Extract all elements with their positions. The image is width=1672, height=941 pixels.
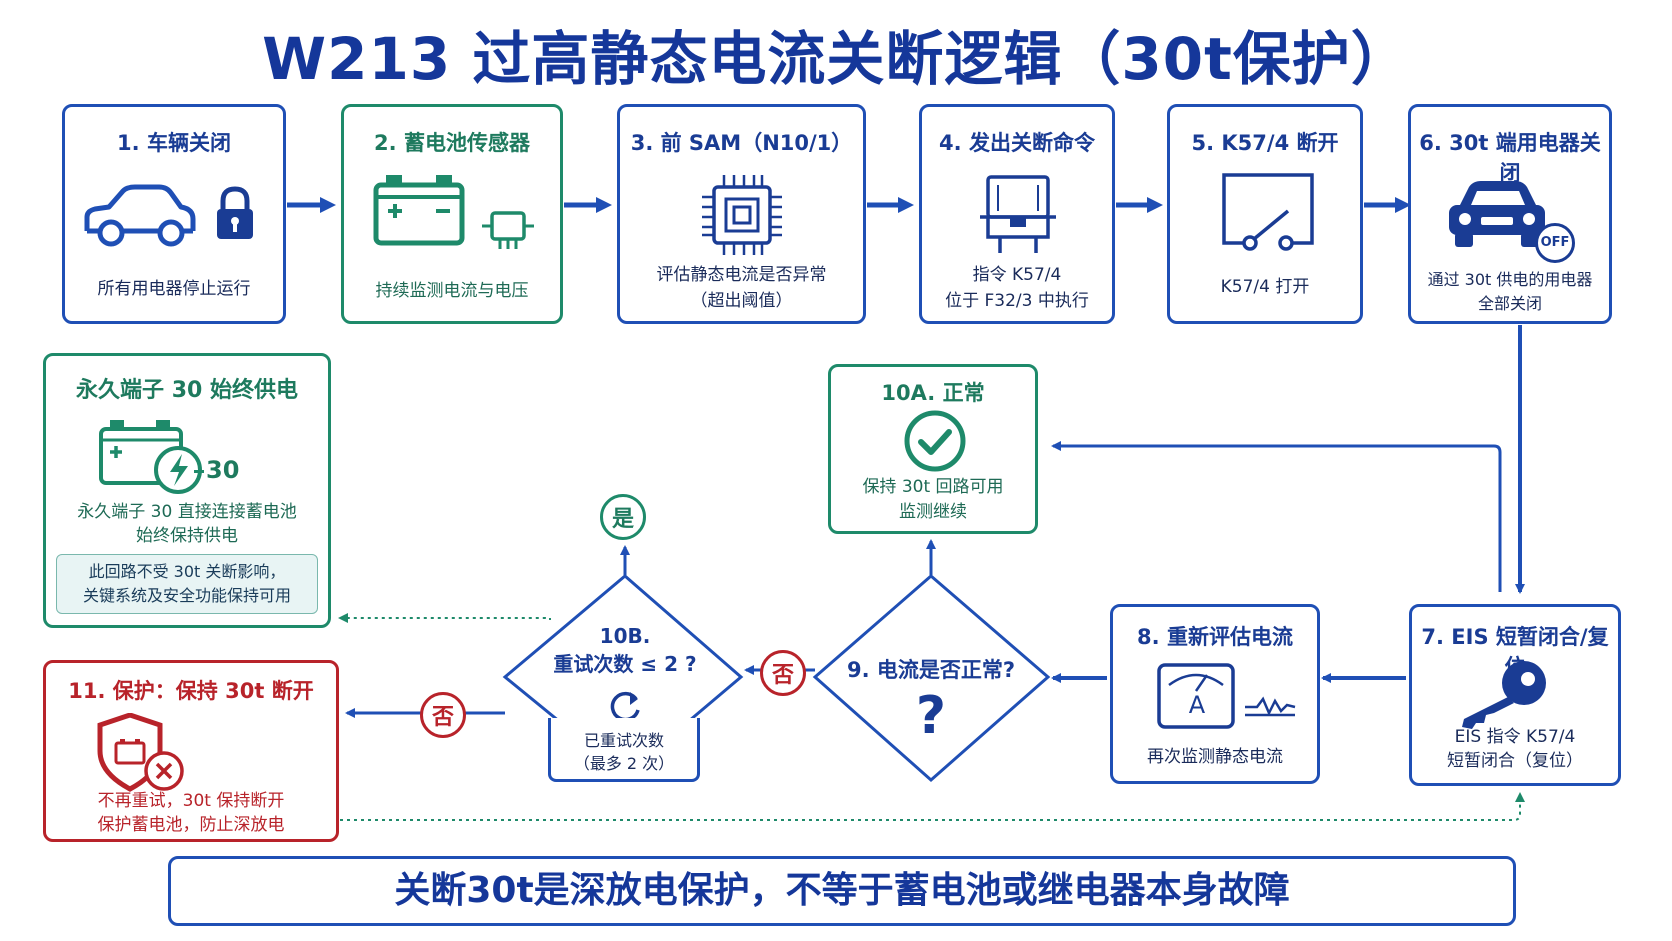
relay-module-icon [980,175,1056,253]
page-title: W213 过高静态电流关断逻辑（30t保护） [262,25,1410,93]
step-4-box: 4. 发出关断命令 指令 K57/4 位于 F32/3 中执行 [919,104,1115,324]
step-10a-line2: 监测继续 [899,502,967,522]
dotted-link-11-7 [340,792,1525,821]
battery-charging-icon [99,420,202,494]
permanent-note-line1: 此回路不受 30t 关断影响， [88,562,286,581]
step-9-label: 9. 电流是否正常? [846,658,1016,682]
step-6-line1: 通过 30t 供电的用电器 [1427,270,1593,289]
step-6-title: 6. 30t 端用电器关闭 [1419,131,1601,185]
step-8-text: 再次监测静态电流 [1147,747,1283,767]
step-11-title: 11. 保护：保持 30t 断开 [68,679,314,703]
permanent-note-line2: 关键系统及安全功能保持可用 [82,586,291,605]
step-4-title: 4. 发出关断命令 [939,131,1095,155]
question-mark-icon: ? [915,686,947,746]
current-wave-icon [1245,696,1296,717]
footer-note: 关断30t是深放电保护，不等于蓄电池或继电器本身故障 [168,856,1516,926]
step-10a-title: 10A. 正常 [881,381,985,405]
open-switch-icon [1222,173,1314,251]
step-6-line2: 全部关闭 [1477,294,1542,313]
step-11-line1: 不再重试，30t 保持断开 [97,791,285,811]
step-3-line1: 评估静态电流是否异常 [656,265,827,285]
car-front-icon [1449,181,1545,247]
key-icon [1462,661,1546,729]
terminal-dash [194,470,204,473]
yes-badge: 是 [600,494,646,540]
step-10a-line1: 保持 30t 回路可用 [862,477,1004,497]
step-7-line2: 短暂闭合（复位） [1447,751,1583,771]
sensor-chip-icon [482,211,534,249]
step-5-box: 5. K57/4 断开 K57/4 打开 [1167,104,1363,324]
step-1-text: 所有用电器停止运行 [97,279,251,299]
step-1-box: 1. 车辆关闭 所有用电器停止运行 [62,104,286,324]
step-1-title: 1. 车辆关闭 [117,131,231,155]
permanent-line2: 始终保持供电 [136,526,238,546]
step-10b-line3: 已重试次数 [583,731,664,750]
step-2-title: 2. 蓄电池传感器 [374,131,530,155]
step-10b-line4: （最多 2 次） [573,754,675,773]
step-3-line2: （超出阈值） [690,291,793,311]
step-10b-line1: 10B. [599,624,651,648]
step-7-box: 7. EIS 短暂闭合/复位 EIS 指令 K57/4 短暂闭合（复位） [1409,604,1621,786]
step-3-box: 3. 前 SAM（N10/1） 评估静态电流是否异常 （超出阈值） [617,104,866,324]
terminal-30-label: 30 [206,456,239,484]
step-7-line1: EIS 指令 K57/4 [1454,727,1576,747]
step-5-text: K57/4 打开 [1220,277,1310,297]
permanent-line1: 永久端子 30 直接连接蓄电池 [77,502,297,522]
step-10b-line2: 重试次数 ≤ 2 ? [553,652,697,676]
step-3-title: 3. 前 SAM（N10/1） [630,131,853,155]
terminal-30-text: 30 [206,456,240,484]
no-badge-10b: 否 [420,692,466,738]
step-11-line2: 保护蓄电池，防止深放电 [97,815,285,835]
step-8-title: 8. 重新评估电流 [1137,625,1293,649]
car-icon [84,184,196,247]
step-6-box: 6. 30t 端用电器关闭 OFF 通过 30t 供电的用电器 全部关闭 [1408,104,1612,324]
permanent-note: 此回路不受 30t 关断影响， 关键系统及安全功能保持可用 [56,554,318,614]
dotted-link-permanent [338,613,551,623]
retry-icon [610,691,640,722]
step-2-text: 持续监测电流与电压 [375,281,529,301]
arrow-7-10a-feedback [1051,441,1502,592]
diamond-9 [812,574,1051,783]
no-badge-9: 否 [760,650,806,696]
step-10a-box: 10A. 正常 保持 30t 回路可用 监测继续 [828,364,1038,534]
off-badge: OFF [1535,223,1575,263]
step-10b-label: 10B. 重试次数 ≤ 2 ? [545,622,705,678]
permanent-title: 永久端子 30 始终供电 [76,378,298,403]
lock-icon [217,186,253,239]
step-5-title: 5. K57/4 断开 [1191,131,1339,155]
check-circle-icon [904,410,966,472]
ammeter-label: A [1188,691,1206,719]
ecu-chip-icon [702,175,782,255]
permanent-terminal-box: 永久端子 30 始终供电 30 永久端子 30 直接连接蓄电池 始终保持供电 此… [43,353,331,628]
step-4-line1: 指令 K57/4 [972,265,1062,285]
step-8-box: 8. 重新评估电流 A 再次监测静态电流 [1110,604,1320,784]
ammeter-icon [1157,663,1235,729]
step-11-box: 11. 保护：保持 30t 断开 不再重试，30t 保持断开 保护蓄电池，防止深… [43,660,339,842]
step-4-line2: 位于 F32/3 中执行 [945,291,1089,311]
shield-battery-icon [97,713,184,792]
battery-icon [373,175,465,246]
step-10b-lower-box [548,718,700,782]
step-2-box: 2. 蓄电池传感器 持续监测电流与电压 [341,104,563,324]
